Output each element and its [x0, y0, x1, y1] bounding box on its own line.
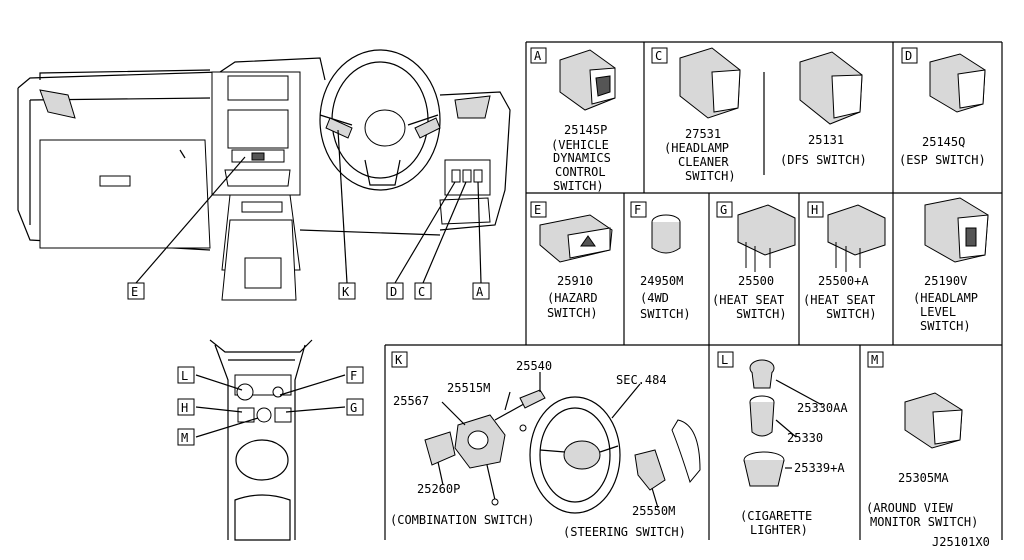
dashboard-illustration	[17, 49, 511, 301]
svg-text:25515M: 25515M	[447, 381, 490, 395]
diagram-id: J25101X0	[932, 535, 990, 549]
panel-m: M 25305MA (AROUND VIEW MONITOR SWITCH)	[866, 351, 978, 529]
callout-K: K	[338, 282, 356, 300]
svg-text:E: E	[131, 285, 138, 299]
svg-text:24950M: 24950M	[640, 274, 683, 288]
panel-l: L 25330AA 25330 25339+A (CIGARETTE LIGHT…	[717, 351, 848, 537]
console-leader-lines	[195, 374, 346, 438]
svg-text:M: M	[871, 353, 878, 367]
panel-headlamp-level: 25190V (HEADLAMP LEVEL SWITCH)	[913, 197, 989, 333]
svg-text:L: L	[721, 353, 728, 367]
svg-text:25500: 25500	[738, 274, 774, 288]
main-leader-lines	[135, 129, 482, 284]
panel-c: C 27531 (HEADLAMP CLEANER SWITCH)	[651, 47, 741, 183]
svg-text:SWITCH): SWITCH)	[547, 306, 598, 320]
panel-dfs: 25131 (DFS SWITCH)	[780, 51, 867, 167]
svg-text:CLEANER: CLEANER	[678, 155, 729, 169]
svg-text:25550M: 25550M	[632, 504, 675, 518]
svg-text:L: L	[181, 369, 188, 383]
callout-D: D	[386, 282, 404, 300]
svg-text:D: D	[390, 285, 397, 299]
svg-text:SEC.484: SEC.484	[616, 373, 667, 387]
svg-text:SWITCH): SWITCH)	[685, 169, 736, 183]
callout-H: H	[177, 398, 195, 416]
svg-text:25567: 25567	[393, 394, 429, 408]
panel-h: H 25500+A (HEAT SEAT SWITCH)	[803, 201, 886, 321]
svg-text:(DFS SWITCH): (DFS SWITCH)	[780, 153, 867, 167]
panel-frame	[384, 41, 1003, 540]
svg-text:C: C	[655, 49, 662, 63]
svg-text:25145Q: 25145Q	[922, 135, 965, 149]
svg-text:K: K	[342, 285, 350, 299]
panel-f: F 24950M (4WD SWITCH)	[630, 201, 691, 321]
svg-text:(HAZARD: (HAZARD	[547, 291, 598, 305]
svg-text:F: F	[634, 203, 641, 217]
svg-text:25190V: 25190V	[924, 274, 967, 288]
console-illustration	[209, 339, 313, 541]
svg-text:(STEERING SWITCH): (STEERING SWITCH)	[563, 525, 686, 539]
svg-text:(HEADLAMP: (HEADLAMP	[913, 291, 978, 305]
svg-text:(4WD: (4WD	[640, 291, 669, 305]
callout-C: C	[414, 282, 432, 300]
svg-text:25131: 25131	[808, 133, 844, 147]
svg-text:A: A	[476, 285, 484, 299]
svg-text:C: C	[418, 285, 425, 299]
svg-text:DYNAMICS: DYNAMICS	[553, 151, 611, 165]
svg-text:G: G	[720, 203, 727, 217]
svg-text:LIGHTER): LIGHTER)	[750, 523, 808, 537]
svg-text:M: M	[181, 431, 188, 445]
svg-text:H: H	[811, 203, 818, 217]
svg-text:25260P: 25260P	[417, 482, 460, 496]
svg-text:CONTROL: CONTROL	[555, 165, 606, 179]
panel-e: E 25910 (HAZARD SWITCH)	[530, 201, 613, 320]
callout-A: A	[472, 282, 490, 300]
svg-text:MONITOR SWITCH): MONITOR SWITCH)	[870, 515, 978, 529]
svg-text:E: E	[534, 203, 541, 217]
svg-text:(HEADLAMP: (HEADLAMP	[664, 141, 729, 155]
svg-text:F: F	[350, 369, 357, 383]
svg-text:27531: 27531	[685, 127, 721, 141]
callout-F: F	[346, 366, 364, 384]
svg-text:LEVEL: LEVEL	[920, 305, 956, 319]
svg-text:25339+A: 25339+A	[794, 461, 845, 475]
svg-text:(AROUND VIEW: (AROUND VIEW	[866, 501, 953, 515]
panel-a: A 25145P (VEHICLE DYNAMICS CONTROL SWITC…	[530, 47, 616, 193]
callout-L: L	[177, 366, 195, 384]
svg-text:SWITCH): SWITCH)	[640, 307, 691, 321]
svg-text:SWITCH): SWITCH)	[736, 307, 787, 321]
svg-text:SWITCH): SWITCH)	[920, 319, 971, 333]
svg-text:25145P: 25145P	[564, 123, 607, 137]
svg-text:H: H	[181, 401, 188, 415]
svg-text:(HEAT SEAT: (HEAT SEAT	[803, 293, 875, 307]
callout-G: G	[346, 398, 364, 416]
panel-d: D 25145Q (ESP SWITCH)	[899, 47, 986, 167]
svg-text:25330: 25330	[787, 431, 823, 445]
panel-g: G 25500 (HEAT SEAT SWITCH)	[712, 201, 796, 321]
svg-text:25330AA: 25330AA	[797, 401, 848, 415]
svg-text:D: D	[905, 49, 912, 63]
svg-text:SWITCH): SWITCH)	[826, 307, 877, 321]
svg-text:25500+A: 25500+A	[818, 274, 869, 288]
svg-text:(VEHICLE: (VEHICLE	[551, 138, 609, 152]
svg-text:(ESP SWITCH): (ESP SWITCH)	[899, 153, 986, 167]
svg-text:K: K	[395, 353, 403, 367]
svg-text:SWITCH): SWITCH)	[553, 179, 604, 193]
svg-text:25305MA: 25305MA	[898, 471, 949, 485]
svg-text:(HEAT SEAT: (HEAT SEAT	[712, 293, 784, 307]
panel-k: K 25540 25515M 25567 SEC.484 25260P 2555…	[390, 351, 701, 539]
svg-text:(CIGARETTE: (CIGARETTE	[740, 509, 812, 523]
svg-text:25540: 25540	[516, 359, 552, 373]
svg-text:25910: 25910	[557, 274, 593, 288]
callout-M: M	[177, 428, 195, 446]
callout-E: E	[127, 282, 145, 300]
svg-text:G: G	[350, 401, 357, 415]
svg-text:(COMBINATION SWITCH): (COMBINATION SWITCH)	[390, 513, 535, 527]
svg-text:A: A	[534, 49, 542, 63]
